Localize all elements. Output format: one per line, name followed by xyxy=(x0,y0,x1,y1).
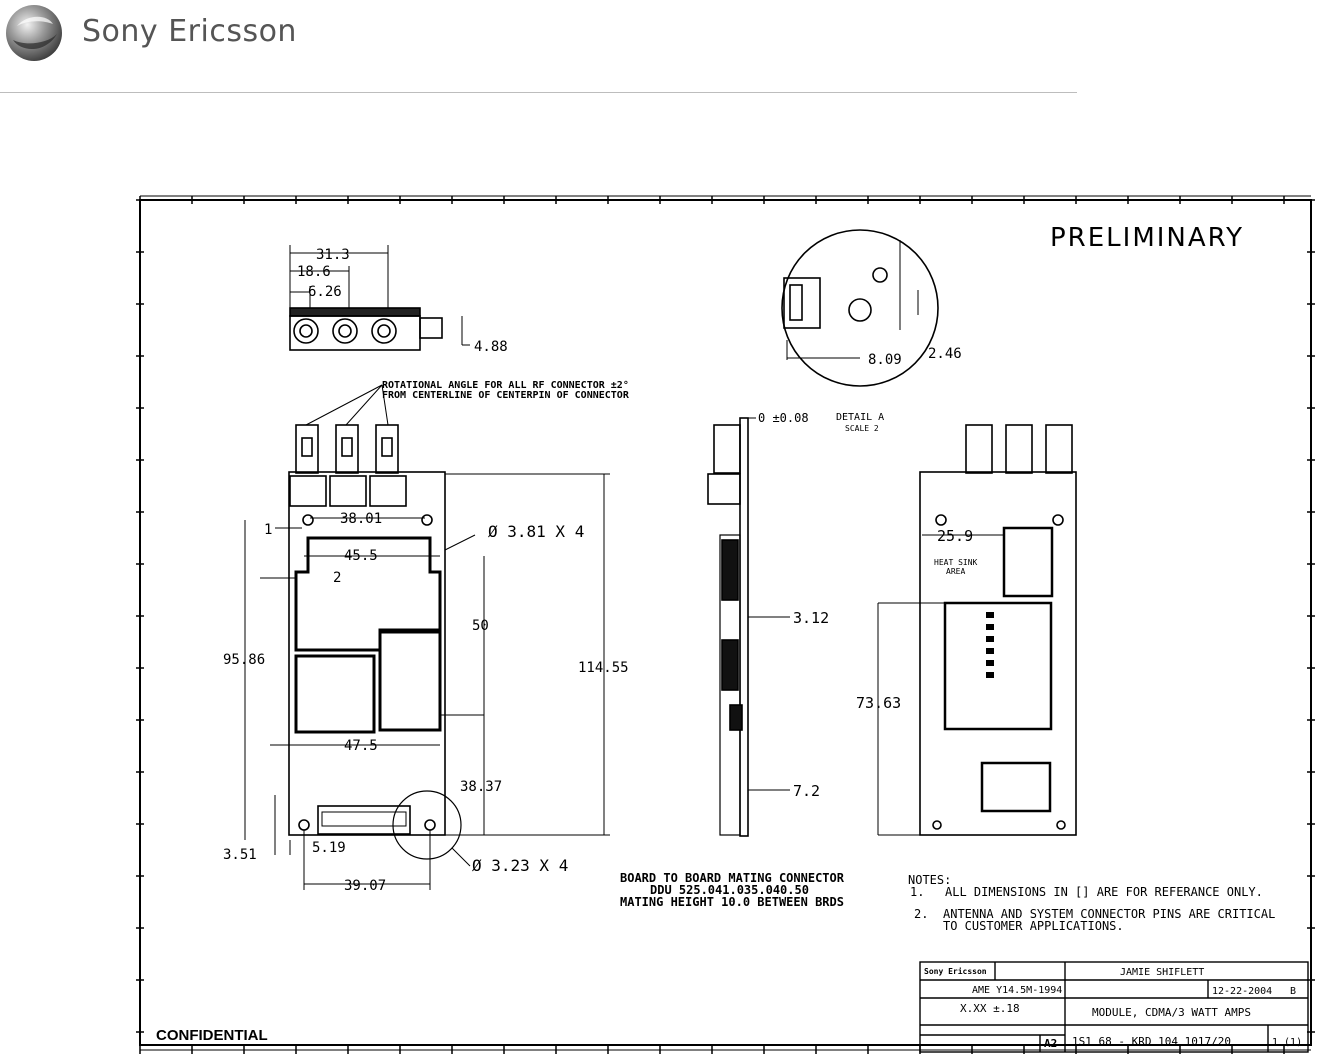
tb-rev: B xyxy=(1290,986,1296,997)
dim-5-19: 5.19 xyxy=(312,840,346,856)
confidential-label: CONFIDENTIAL xyxy=(156,1027,268,1044)
header-divider xyxy=(0,92,1077,93)
tb-title: MODULE, CDMA/3 WATT AMPS xyxy=(1092,1006,1251,1019)
rotational-note-line1: ROTATIONAL ANGLE FOR ALL RF CONNECTOR ±2… xyxy=(382,380,629,391)
top-view xyxy=(289,245,470,351)
detail-dim-8-09: 8.09 xyxy=(868,352,902,368)
dim-114-55: 114.55 xyxy=(578,660,629,676)
dim-47-5: 47.5 xyxy=(344,738,378,754)
dim-39-07: 39.07 xyxy=(344,878,386,894)
note-1-num: 1. xyxy=(910,885,924,899)
mating-note-line3: MATING HEIGHT 10.0 BETWEEN BRDS xyxy=(620,895,844,909)
tb-name-field: AME Y14.5M-1994 xyxy=(972,985,1062,996)
dim-31-3: 31.3 xyxy=(316,247,350,263)
dim-4-88: 4.88 xyxy=(474,339,508,355)
detail-a-view xyxy=(781,229,939,387)
dim-25-9: 25.9 xyxy=(937,527,973,545)
dim-50: 50 xyxy=(472,618,489,634)
tb-company: Sony Ericsson xyxy=(924,966,987,976)
notes-title: NOTES: xyxy=(908,873,951,887)
sony-ericsson-logo-icon xyxy=(6,5,62,61)
hole-note-top: Ø 3.81 X 4 xyxy=(488,522,584,541)
mating-note-line2: DDU 525.041.035.040.50 xyxy=(650,883,809,897)
note-2-num: 2. xyxy=(914,907,928,921)
heat-sink-label-2: AREA xyxy=(946,567,965,576)
note-2-text-1: ANTENNA AND SYSTEM CONNECTOR PINS ARE CR… xyxy=(943,907,1275,921)
back-view xyxy=(877,424,1077,836)
note-2-text-2: TO CUSTOMER APPLICATIONS. xyxy=(943,919,1124,933)
dim-38-37: 38.37 xyxy=(460,779,502,795)
detail-dim-2-46: 2.46 xyxy=(928,346,962,362)
dim-45-5: 45.5 xyxy=(344,548,378,564)
side-tolerance: 0 ±0.08 xyxy=(758,411,809,425)
tb-doc-no: 1S1 68 - KRD 104 1017/20 xyxy=(1072,1035,1231,1048)
dim-73-63: 73.63 xyxy=(856,694,901,712)
dim-6-26: 6.26 xyxy=(308,284,342,300)
tb-size: A2 xyxy=(1044,1037,1057,1050)
tb-drawn-by: JAMIE SHIFLETT xyxy=(1120,967,1204,978)
detail-scale: SCALE 2 xyxy=(845,424,879,433)
dim-95-86: 95.86 xyxy=(223,652,265,668)
side-view xyxy=(707,417,790,837)
brand-name: Sony Ericsson xyxy=(82,14,297,49)
callout-1: 1 xyxy=(264,522,272,538)
tb-tolerance: X.XX ±.18 xyxy=(960,1002,1020,1015)
dim-3-12: 3.12 xyxy=(793,609,829,627)
title-block xyxy=(919,961,1309,1053)
tb-date: 12-22-2004 xyxy=(1212,986,1272,997)
hole-note-bottom: Ø 3.23 X 4 xyxy=(472,856,568,875)
page-header: Sony Ericsson xyxy=(0,0,1321,95)
tb-sheet: 1 (1) xyxy=(1272,1037,1302,1048)
mating-note-line1: BOARD TO BOARD MATING CONNECTOR xyxy=(620,871,845,885)
callout-2: 2 xyxy=(333,570,341,586)
dim-7-2: 7.2 xyxy=(793,782,820,800)
status-stamp: PRELIMINARY xyxy=(1050,223,1244,253)
detail-label: DETAIL A xyxy=(836,412,884,423)
dim-38-01: 38.01 xyxy=(340,511,382,527)
heat-sink-label-1: HEAT SINK xyxy=(934,558,978,567)
rotational-note-line2: FROM CENTERLINE OF CENTERPIN OF CONNECTO… xyxy=(382,390,630,401)
dim-18-6: 18.6 xyxy=(297,264,331,280)
front-view-board xyxy=(244,424,610,890)
dim-3-51: 3.51 xyxy=(223,847,257,863)
note-1-text: ALL DIMENSIONS IN [] ARE FOR REFERANCE O… xyxy=(945,885,1263,899)
